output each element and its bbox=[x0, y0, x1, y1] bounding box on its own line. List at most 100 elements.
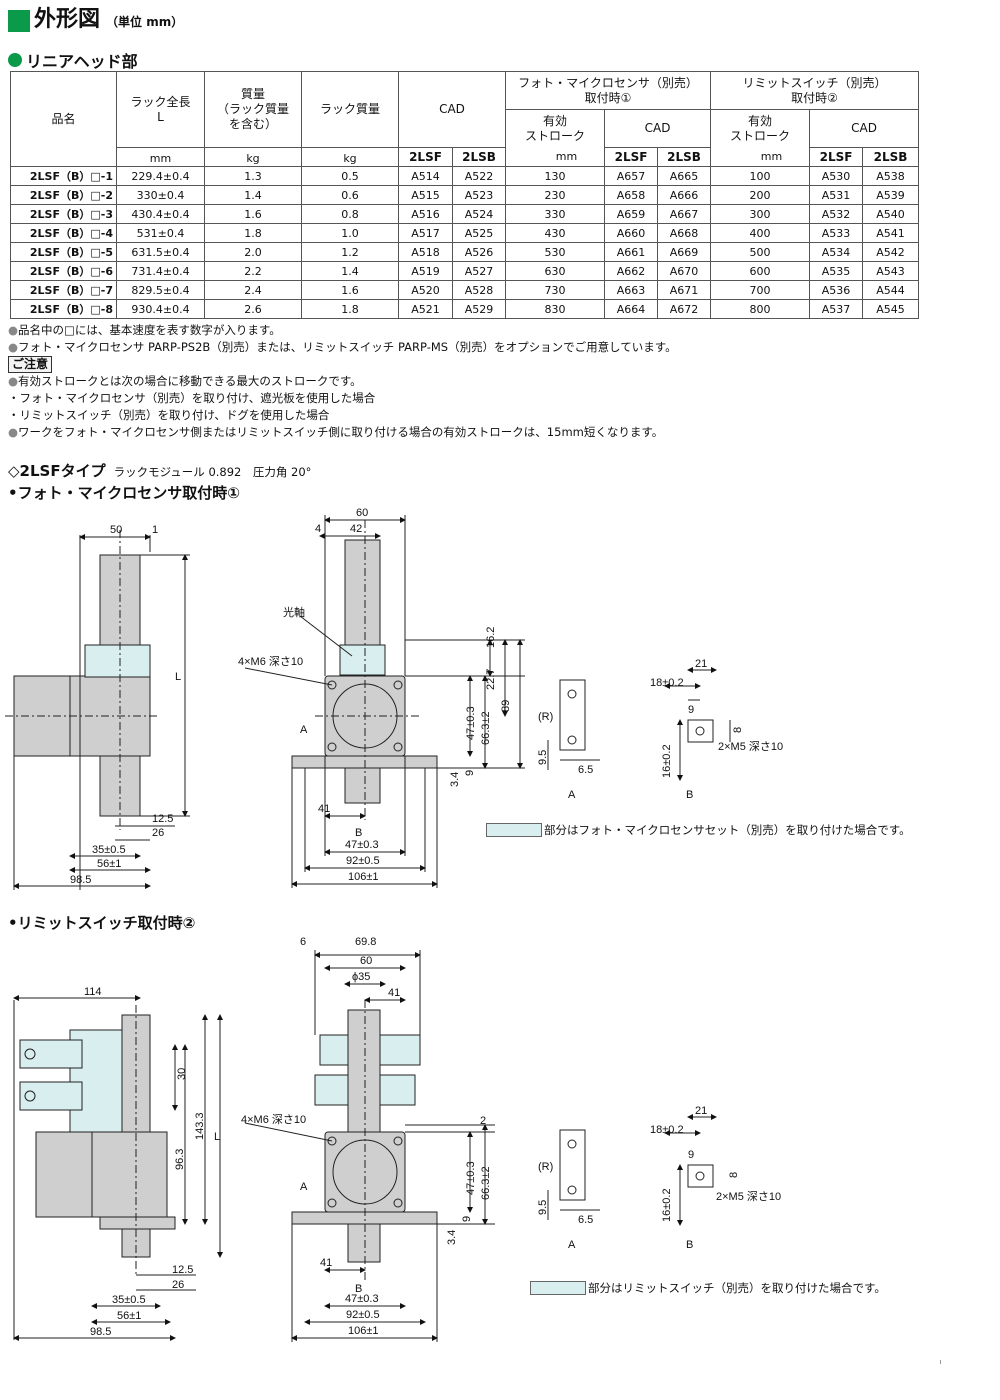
table-cell-lb: A543 bbox=[862, 261, 920, 281]
header-cad: CAD bbox=[397, 71, 507, 148]
table-cell-cf: A515 bbox=[398, 185, 453, 205]
legend-swatch-2 bbox=[530, 1281, 586, 1295]
table-cell-mass: 2.6 bbox=[204, 299, 302, 319]
table-cell-L: 930.4±0.4 bbox=[116, 299, 205, 319]
dim-label: 66.3±2 bbox=[480, 711, 492, 745]
table-cell-pb: A669 bbox=[657, 242, 712, 262]
dim-label: 1 bbox=[152, 524, 158, 536]
dim-label: 41 bbox=[320, 1257, 332, 1269]
fig1-side-view bbox=[5, 530, 190, 890]
page-title: 外形図 （単位 mm） bbox=[8, 6, 183, 32]
table-cell-cf: A518 bbox=[398, 242, 453, 262]
dim-label: 47±0.3 bbox=[345, 839, 379, 851]
table-cell-cb: A524 bbox=[451, 204, 507, 224]
table-cell-pf: A658 bbox=[604, 185, 659, 205]
fig2-legend: 部分はリミットスイッチ（別売）を取り付けた場合です。 bbox=[530, 1280, 886, 1296]
dim-label: 26 bbox=[172, 1279, 184, 1291]
dim-label: B bbox=[355, 1283, 362, 1295]
dim-label: 106±1 bbox=[348, 871, 379, 883]
dim-label: 16.2 bbox=[485, 627, 497, 648]
table-cell-cb: A525 bbox=[451, 223, 507, 243]
table-cell-cb: A522 bbox=[451, 166, 507, 186]
fig1-legend: 部分はフォト・マイクロセンサセット（別売）を取り付けた場合です。 bbox=[486, 822, 911, 838]
table-cell-cb: A529 bbox=[451, 299, 507, 319]
dim-label: (R) bbox=[538, 711, 553, 723]
header-photo-2lsb: 2LSB bbox=[657, 147, 712, 167]
fig2-side-view bbox=[13, 995, 223, 1341]
dim-label: L bbox=[214, 1131, 220, 1143]
dim-label: 60 bbox=[360, 955, 372, 967]
dim-label: 16±0.2 bbox=[661, 744, 673, 778]
dim-label: 光軸 bbox=[283, 605, 305, 619]
dim-label: 47±0.3 bbox=[465, 706, 477, 740]
fig2-dimension-labels: 114 30 96.3 143.3 L 12.5 26 35±0.5 56±1 … bbox=[84, 936, 781, 1338]
dim-label: 9.5 bbox=[537, 750, 549, 765]
section-title: リニアヘッド部 bbox=[26, 52, 138, 71]
table-cell-L: 829.5±0.4 bbox=[116, 280, 205, 300]
table-cell-pb: A671 bbox=[657, 280, 712, 300]
dim-label: 41 bbox=[318, 803, 330, 815]
dim-label: 4×M6 深さ10 bbox=[238, 655, 303, 668]
note-5: ・リミットスイッチ（別売）を取り付け、ドグを使用した場合 bbox=[8, 408, 330, 422]
dim-label: 56±1 bbox=[97, 858, 121, 870]
dim-label: 41 bbox=[388, 987, 400, 999]
fig1-dimension-labels: 50 1 L 12.5 26 35±0.5 56±1 98.5 60 4 42 … bbox=[70, 507, 783, 886]
dim-label: 3.4 bbox=[449, 772, 461, 787]
header-photo: フォト・マイクロセンサ（別売） 取付時① bbox=[505, 71, 712, 110]
dim-label: 9 bbox=[461, 1216, 473, 1222]
dim-label: 4×M6 深さ10 bbox=[241, 1113, 306, 1126]
dim-label: 96.3 bbox=[174, 1149, 186, 1170]
title-square-icon bbox=[8, 10, 30, 32]
table-cell-cf: A521 bbox=[398, 299, 453, 319]
dim-label: 9 bbox=[688, 704, 694, 716]
dim-label: 3.4 bbox=[446, 1230, 458, 1245]
table-cell-pf: A663 bbox=[604, 280, 659, 300]
type-title: ◇2LSFタイプ bbox=[8, 462, 106, 480]
table-cell-rack: 1.8 bbox=[301, 299, 399, 319]
table-cell-lb: A545 bbox=[862, 299, 920, 319]
dim-label: 6 bbox=[300, 936, 306, 948]
note-3: 有効ストロークとは次の場合に移動できる最大のストロークです。 bbox=[18, 374, 362, 388]
table-cell-cf: A516 bbox=[398, 204, 453, 224]
dim-label: 12.5 bbox=[152, 813, 173, 825]
table-cell-ls: 800 bbox=[710, 299, 811, 319]
dim-label: (R) bbox=[538, 1161, 553, 1173]
dim-label: L bbox=[175, 671, 181, 683]
dim-label: 47±0.3 bbox=[465, 1161, 477, 1195]
dim-label: 16±0.2 bbox=[661, 1188, 673, 1222]
table-cell-pb: A672 bbox=[657, 299, 712, 319]
dim-label: 92±0.5 bbox=[346, 1309, 380, 1321]
header-photo-cad: CAD bbox=[604, 109, 712, 148]
fig1-details bbox=[547, 667, 731, 781]
header-2lsf: 2LSF bbox=[398, 147, 453, 167]
dim-label: 2×M5 深さ10 bbox=[718, 740, 783, 753]
unit-photo-mm: mm bbox=[555, 150, 578, 163]
fig1-title: •フォト・マイクロセンサ取付時① bbox=[8, 484, 240, 502]
dim-label: 22.7 bbox=[485, 669, 497, 690]
header-rack-mass: ラック質量 bbox=[301, 71, 399, 148]
header-photo-2lsf: 2LSF bbox=[604, 147, 659, 167]
note-2: フォト・マイクロセンサ PARP-PS2B（別売）または、リミットスイッチ PA… bbox=[18, 340, 677, 354]
dim-label: 18±0.2 bbox=[650, 677, 684, 689]
dim-label: 69.8 bbox=[355, 936, 376, 948]
table-cell-ps: 230 bbox=[505, 185, 606, 205]
dim-label: 92±0.5 bbox=[346, 855, 380, 867]
fig2-front-view bbox=[244, 950, 495, 1342]
dim-label: 50 bbox=[110, 524, 122, 536]
dim-label: B bbox=[355, 827, 362, 839]
dim-label: 9 bbox=[688, 1149, 694, 1161]
dim-label: 98.5 bbox=[90, 1326, 111, 1338]
caution-label: ご注意 bbox=[8, 356, 53, 373]
legend-swatch bbox=[486, 823, 542, 837]
dim-label: 143.3 bbox=[194, 1112, 206, 1140]
table-cell-name: 2LSF（B）□-2 bbox=[10, 185, 117, 205]
table-cell-L: 631.5±0.4 bbox=[116, 242, 205, 262]
table-cell-pb: A665 bbox=[657, 166, 712, 186]
table-cell-L: 430.4±0.4 bbox=[116, 204, 205, 224]
